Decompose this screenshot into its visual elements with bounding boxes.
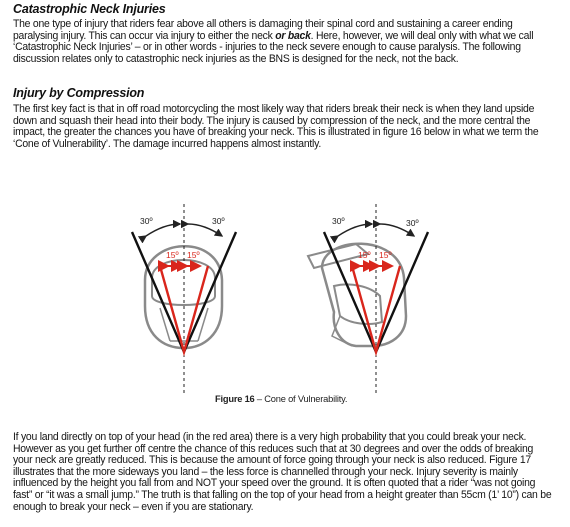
side-cone-15-lines: [350, 265, 402, 357]
side-arc-right-30: [372, 219, 416, 237]
paragraph-closing: If you land directly on top of your head…: [13, 431, 552, 513]
cone-of-vulnerability-figure: 30º 30º 15º 15º 30º 30º 15º 15º: [130, 204, 430, 394]
front-cone-15-lines: [158, 265, 210, 357]
front-label-30-right: 30º: [212, 216, 225, 226]
paragraph-catastrophic-part1: The one type of injury that riders fear …: [13, 18, 513, 42]
paragraph-catastrophic: The one type of injury that riders fear …: [13, 18, 553, 65]
front-helmet-shell: [143, 245, 224, 350]
side-helmet-visor: [332, 283, 384, 325]
side-view-helmet-drawing: [306, 242, 408, 348]
side-label-15-left: 15º: [358, 250, 371, 260]
side-label-30-left: 30º: [332, 216, 345, 226]
front-cone-30-lines: [130, 231, 238, 356]
side-label-30-right: 30º: [406, 218, 419, 228]
side-arc-left-30: [329, 219, 374, 244]
front-label-30-left: 30º: [140, 216, 153, 226]
front-label-15-right: 15º: [187, 250, 200, 260]
figure-caption-label: Figure 16: [215, 394, 255, 404]
paragraph-catastrophic-part2: . Here, however, we will deal only with …: [13, 29, 534, 65]
side-label-15-right: 15º: [379, 250, 392, 260]
figure-caption-text: – Cone of Vulnerability.: [254, 394, 348, 404]
paragraph-compression: The first key fact is that in off road m…: [13, 103, 539, 150]
front-arc-left-30: [137, 219, 182, 244]
heading-injury-by-compression: Injury by Compression: [13, 86, 145, 100]
front-arc-right-30: [180, 219, 224, 237]
emphasis-or-back: or back: [275, 29, 311, 42]
side-helmet-peak: [306, 242, 371, 270]
front-label-15-left: 15º: [166, 250, 179, 260]
heading-catastrophic-neck-injuries: Catastrophic Neck Injuries: [13, 2, 166, 16]
figure-caption: Figure 16 – Cone of Vulnerability.: [215, 394, 347, 404]
